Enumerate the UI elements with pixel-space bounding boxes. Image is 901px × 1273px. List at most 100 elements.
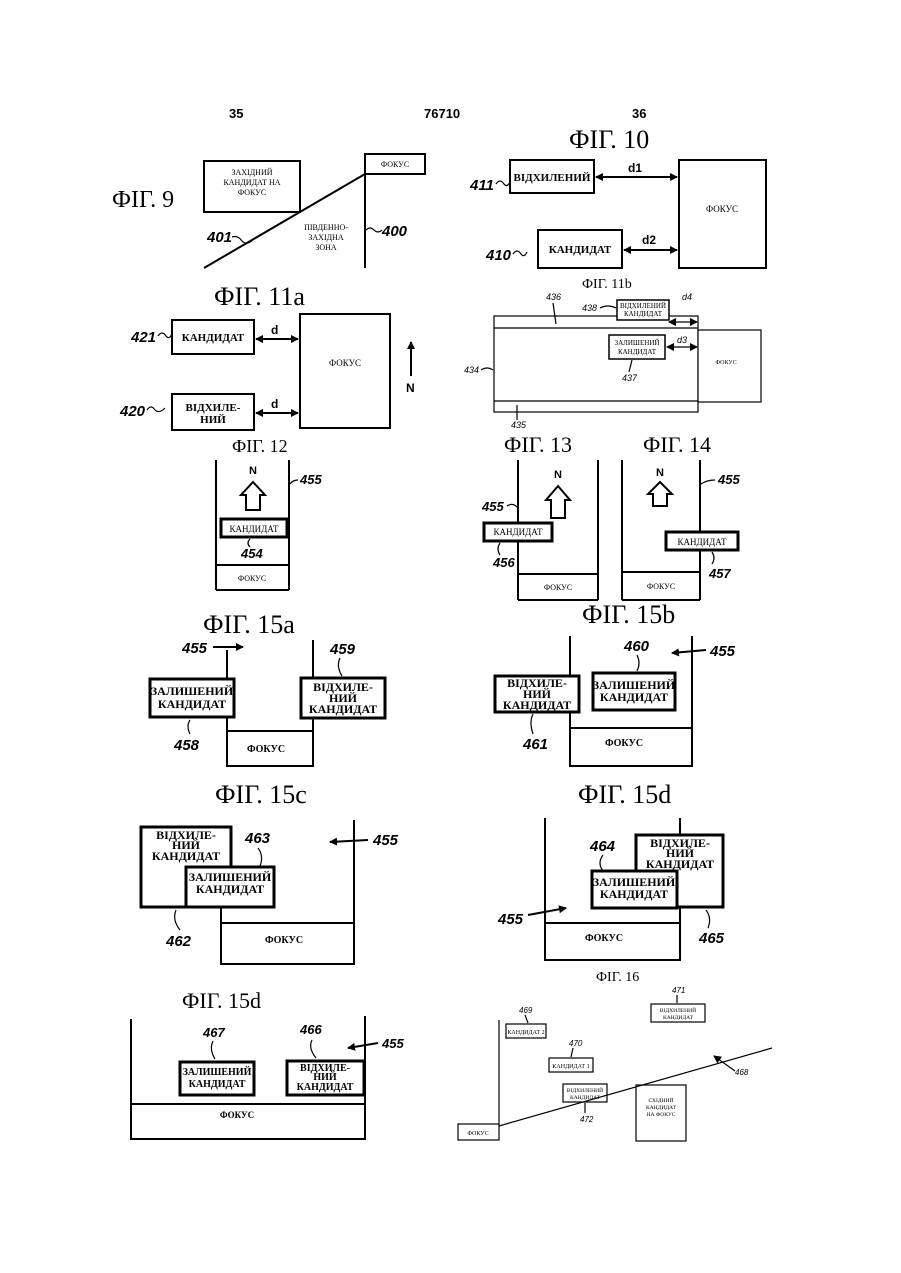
fig9-title: ФІГ. 9 xyxy=(112,187,174,213)
fig16-focus-label: ФОКУС xyxy=(467,1131,488,1137)
fig11a-ref-420: 420 xyxy=(119,403,146,420)
fig12-leader-454 xyxy=(248,539,250,547)
fig16-ref-470: 470 xyxy=(569,1039,583,1048)
fig15d-left-arrow-455 xyxy=(348,1043,378,1048)
fig15d-left-ref-455: 455 xyxy=(381,1036,404,1051)
fig13-north-label: N xyxy=(554,469,562,481)
fig11b-ref-434: 434 xyxy=(464,365,479,375)
fig15c-ref-463: 463 xyxy=(244,830,271,847)
fig9-leader-401 xyxy=(232,237,252,244)
fig14-leader-455 xyxy=(701,480,715,484)
fig15b-title: ФІГ. 15b xyxy=(582,600,675,629)
figure-9: ФІГ. 9 ЗАХІДНИЙ КАНДИДАТ НА ФОКУС ФОКУС … xyxy=(112,154,425,268)
fig10-leader-411 xyxy=(496,181,510,186)
figure-10: ФІГ. 10 ВІДХИЛЕНИЙ КАНДИДАТ ФОКУС d1 d2 … xyxy=(469,125,766,268)
fig16-east-line3: НА ФОКУС xyxy=(647,1112,676,1118)
figure-14: ФІГ. 14 ФОКУС N КАНДИДАТ 455 457 xyxy=(622,432,740,600)
fig11b-ref-437: 437 xyxy=(622,373,638,383)
fig11a-d-bottom-label: d xyxy=(271,397,278,411)
fig15d-left-ref-467: 467 xyxy=(202,1025,225,1040)
fig15b-ref-455: 455 xyxy=(709,643,736,660)
fig14-leader-457 xyxy=(712,552,714,564)
fig9-zone-line3: ЗОНА xyxy=(315,243,337,252)
fig11a-focus-label: ФОКУС xyxy=(329,358,361,368)
fig15d-left-remaining-line1: ЗАЛИШЕНИЙ xyxy=(183,1066,252,1078)
figure-15c: ФІГ. 15c ВІДХИЛЕ- НИЙ КАНДИДАТ ЗАЛИШЕНИЙ… xyxy=(141,780,399,964)
fig14-focus-label: ФОКУС xyxy=(647,582,675,591)
figure-11a: ФІГ. 11a КАНДИДАТ ВІДХИЛЕ- НИЙ ФОКУС d d… xyxy=(119,282,415,430)
fig11b-remaining-line2: КАНДИДАТ xyxy=(618,348,657,356)
fig12-ref-455: 455 xyxy=(299,472,322,487)
fig15d-left-ref-466: 466 xyxy=(299,1022,322,1037)
fig16-ref-468: 468 xyxy=(735,1068,749,1077)
fig10-focus-label: ФОКУС xyxy=(706,204,738,214)
fig16-rejected-mid-line2: КАНДИДАТ xyxy=(570,1095,601,1101)
fig15d-left-leader-467 xyxy=(211,1041,215,1059)
fig15d-left-remaining-line2: КАНДИДАТ xyxy=(189,1079,246,1090)
fig12-ref-454: 454 xyxy=(240,546,263,561)
figure-15a: ФІГ. 15a 455 ЗАЛИШЕНИЙ КАНДИДАТ ВІДХИЛЕ-… xyxy=(150,610,385,766)
fig15a-rejected-line3: КАНДИДАТ xyxy=(309,702,377,716)
fig16-rejected-top-line1: ВІДХИЛЕНИЙ xyxy=(660,1006,696,1014)
figure-15d-left: ФІГ. 15d ЗАЛИШЕНИЙ КАНДИДАТ ВІДХИЛЕ- НИЙ… xyxy=(131,988,404,1139)
fig14-title: ФІГ. 14 xyxy=(643,432,711,457)
fig9-zone-line1: ПІВДЕННО- xyxy=(304,223,348,232)
fig15c-ref-455: 455 xyxy=(372,832,399,849)
fig15c-rejected-line3: КАНДИДАТ xyxy=(152,849,220,863)
fig15c-ref-462: 462 xyxy=(165,933,192,950)
fig11b-remaining-line1: ЗАЛИШЕНИЙ xyxy=(615,339,660,347)
fig10-d2-label: d2 xyxy=(642,233,656,247)
fig11a-rejected-line2: НИЙ xyxy=(200,414,226,426)
fig14-north-arrow-icon xyxy=(648,482,672,506)
fig15c-focus-label: ФОКУС xyxy=(265,935,303,946)
figure-13: ФІГ. 13 ФОКУС N КАНДИДАТ 455 456 xyxy=(481,432,598,600)
fig15d-right-arrow-455 xyxy=(528,908,566,915)
fig14-ref-455: 455 xyxy=(717,472,740,487)
fig16-rejected-mid-line1: ВІДХИЛЕНИЙ xyxy=(567,1086,603,1094)
fig10-leader-410 xyxy=(513,251,527,256)
fig11a-title: ФІГ. 11a xyxy=(214,282,305,311)
fig15d-left-rejected-line3: КАНДИДАТ xyxy=(297,1082,354,1093)
fig10-focus-box xyxy=(679,160,766,268)
fig15a-leader-459 xyxy=(338,658,342,676)
fig15c-leader-463 xyxy=(258,848,262,866)
fig15c-arrow-455 xyxy=(330,840,368,842)
fig13-north-arrow-icon xyxy=(546,486,570,518)
left-page-number: 35 xyxy=(229,106,243,121)
fig15d-left-title: ФІГ. 15d xyxy=(182,988,261,1013)
fig11b-leader-434 xyxy=(481,368,493,370)
fig15d-right-ref-455: 455 xyxy=(497,911,524,928)
fig16-title: ФІГ. 16 xyxy=(596,970,639,985)
fig12-north-arrow-icon xyxy=(241,482,265,510)
fig10-title: ФІГ. 10 xyxy=(569,125,649,154)
fig12-title: ФІГ. 12 xyxy=(232,436,288,456)
fig12-north-label: N xyxy=(249,465,257,477)
fig9-zone-line2: ЗАХІДНА xyxy=(308,233,343,242)
fig11a-focus-box xyxy=(300,314,390,428)
fig11a-candidate-label: КАНДИДАТ xyxy=(182,332,245,344)
fig15c-remaining-line2: КАНДИДАТ xyxy=(196,882,264,896)
fig15b-ref-460: 460 xyxy=(623,638,650,655)
fig15d-right-ref-465: 465 xyxy=(698,930,725,947)
fig15b-focus-label: ФОКУС xyxy=(605,738,643,749)
fig11a-d-top-label: d xyxy=(271,323,278,337)
fig9-ref-400: 400 xyxy=(381,223,408,240)
fig11b-focus-box xyxy=(698,330,761,402)
fig11a-north-label: N xyxy=(406,381,415,395)
fig16-ref-471: 471 xyxy=(672,986,685,995)
fig11b-leader-436 xyxy=(553,303,556,324)
figure-11b: ФІГ. 11b ВІДХИЛЕНИЙ КАНДИДАТ ЗАЛИШЕНИЙ К… xyxy=(464,277,761,430)
fig9-leader-400 xyxy=(366,228,382,232)
fig10-candidate-label: КАНДИДАТ xyxy=(549,244,612,256)
fig11b-ref-435: 435 xyxy=(511,420,527,430)
fig15a-focus-label: ФОКУС xyxy=(247,744,285,755)
fig11a-rejected-line1: ВІДХИЛЕ- xyxy=(186,402,241,414)
fig15d-right-focus-label: ФОКУС xyxy=(585,933,623,944)
fig13-ref-455: 455 xyxy=(481,499,504,514)
fig13-candidate-label: КАНДИДАТ xyxy=(494,527,543,537)
fig11b-ref-436: 436 xyxy=(546,292,561,302)
fig9-box-line2: КАНДИДАТ НА xyxy=(223,178,280,187)
fig16-east-line2: КАНДИДАТ xyxy=(646,1105,677,1111)
fig10-ref-411: 411 xyxy=(469,177,494,194)
